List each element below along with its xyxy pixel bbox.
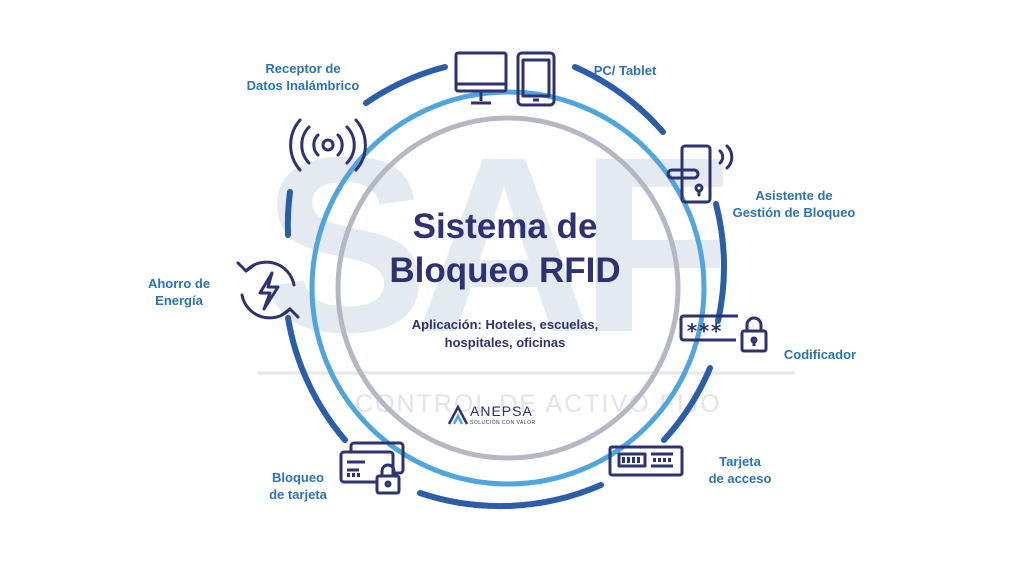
label-receptor: Receptor de Datos Inalámbrico — [246, 61, 360, 93]
svg-text:***: *** — [686, 319, 722, 343]
card-lock-icon — [339, 441, 405, 495]
inner-ring — [335, 115, 681, 461]
monitor-tablet-icon — [454, 51, 556, 107]
outer-ring-arc-lower-right — [661, 365, 713, 443]
brand-tagline: SOLUCIÓN CON VALOR — [470, 420, 536, 426]
middle-ring — [309, 89, 707, 487]
anepsa-logo-icon — [447, 404, 469, 425]
outer-ring-arc-lower-left — [285, 315, 348, 443]
brand-name: ANEPSA — [470, 403, 533, 419]
wireless-signal-icon — [289, 118, 367, 172]
outer-ring-arc-bottom — [417, 482, 604, 510]
label-pc-tablet: PC/ Tablet — [593, 63, 657, 78]
label-codificador: Codificador — [783, 347, 857, 362]
energy-cycle-icon — [236, 260, 300, 320]
diagram-subtitle: Aplicación: Hoteles, escuelas, hospitale… — [411, 317, 599, 350]
encoder-device-icon — [608, 445, 684, 477]
label-tarjeta-acceso: Tarjeta de acceso — [708, 454, 772, 486]
door-handle-lock-icon — [666, 144, 734, 204]
outer-ring — [284, 64, 727, 510]
outer-ring-arc-top-right — [572, 64, 666, 135]
label-bloqueo-tarjeta: Bloqueo de tarjeta — [269, 470, 327, 502]
label-asistente: Asistente de Gestión de Bloqueo — [732, 188, 856, 220]
outer-ring-arc-top-left — [363, 64, 448, 106]
outer-ring-arc-right — [713, 201, 727, 324]
label-ahorro-energia: Ahorro de Energía — [147, 276, 211, 308]
diagram-title: Sistema de Bloqueo RFID — [389, 207, 621, 290]
brand-block: ANEPSA SOLUCIÓN CON VALOR — [470, 403, 536, 426]
outer-ring-arc-left — [284, 189, 293, 238]
password-lock-icon: *** — [679, 314, 768, 353]
